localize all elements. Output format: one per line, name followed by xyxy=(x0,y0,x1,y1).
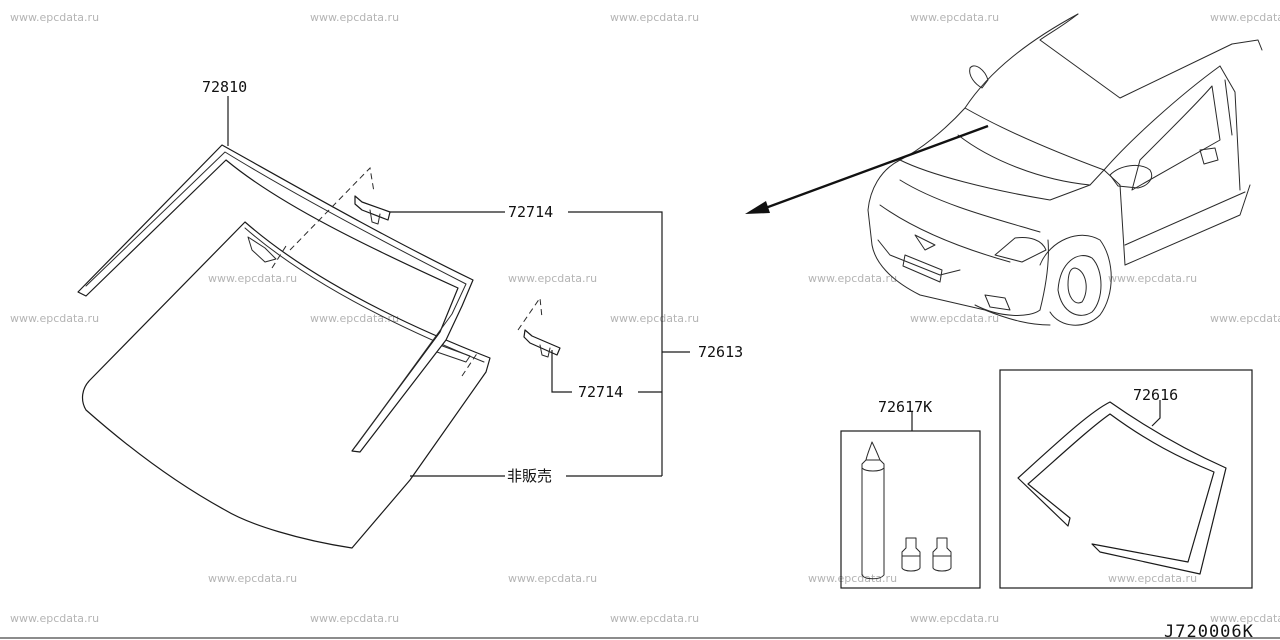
diagram-reference: J720006K xyxy=(1164,622,1254,640)
watermark: www.epcdata.ru xyxy=(808,572,897,585)
clip-lower xyxy=(517,296,561,358)
watermark: www.epcdata.ru xyxy=(610,312,699,325)
leader-lines xyxy=(227,96,1161,477)
part-label-72616: 72616 xyxy=(1133,386,1178,404)
part-label-72714-upper: 72714 xyxy=(508,203,553,221)
part-label-not-sold: 非販売 xyxy=(507,467,552,485)
top-molding xyxy=(77,144,474,453)
dam-rubber-box xyxy=(999,369,1253,589)
clip-upper xyxy=(289,166,391,251)
part-label-72810: 72810 xyxy=(202,78,247,96)
watermark: www.epcdata.ru xyxy=(310,612,399,625)
watermark: www.epcdata.ru xyxy=(208,572,297,585)
car-illustration xyxy=(745,13,1263,326)
watermark: www.epcdata.ru xyxy=(910,312,999,325)
watermark: www.epcdata.ru xyxy=(808,272,897,285)
watermark: www.epcdata.ru xyxy=(310,11,399,24)
watermark: www.epcdata.ru xyxy=(10,612,99,625)
watermark: www.epcdata.ru xyxy=(1210,312,1280,325)
watermark: www.epcdata.ru xyxy=(208,272,297,285)
windshield-glass xyxy=(81,221,491,549)
part-label-72714-lower: 72714 xyxy=(578,383,623,401)
watermark: www.epcdata.ru xyxy=(1210,11,1280,24)
watermark: www.epcdata.ru xyxy=(610,612,699,625)
watermark: www.epcdata.ru xyxy=(610,11,699,24)
watermark: www.epcdata.ru xyxy=(10,312,99,325)
watermark: www.epcdata.ru xyxy=(910,612,999,625)
watermark: www.epcdata.ru xyxy=(1108,572,1197,585)
watermark: www.epcdata.ru xyxy=(1108,272,1197,285)
watermark-layer: www.epcdata.ru www.epcdata.ru www.epcdat… xyxy=(10,11,1280,625)
watermark: www.epcdata.ru xyxy=(910,11,999,24)
watermark: www.epcdata.ru xyxy=(1210,612,1280,625)
watermark: www.epcdata.ru xyxy=(508,272,597,285)
part-label-72613: 72613 xyxy=(698,343,743,361)
adhesive-kit-box xyxy=(840,430,981,589)
part-label-72617k: 72617K xyxy=(878,398,932,416)
watermark: www.epcdata.ru xyxy=(10,11,99,24)
watermark: www.epcdata.ru xyxy=(508,572,597,585)
watermark: www.epcdata.ru xyxy=(310,312,399,325)
